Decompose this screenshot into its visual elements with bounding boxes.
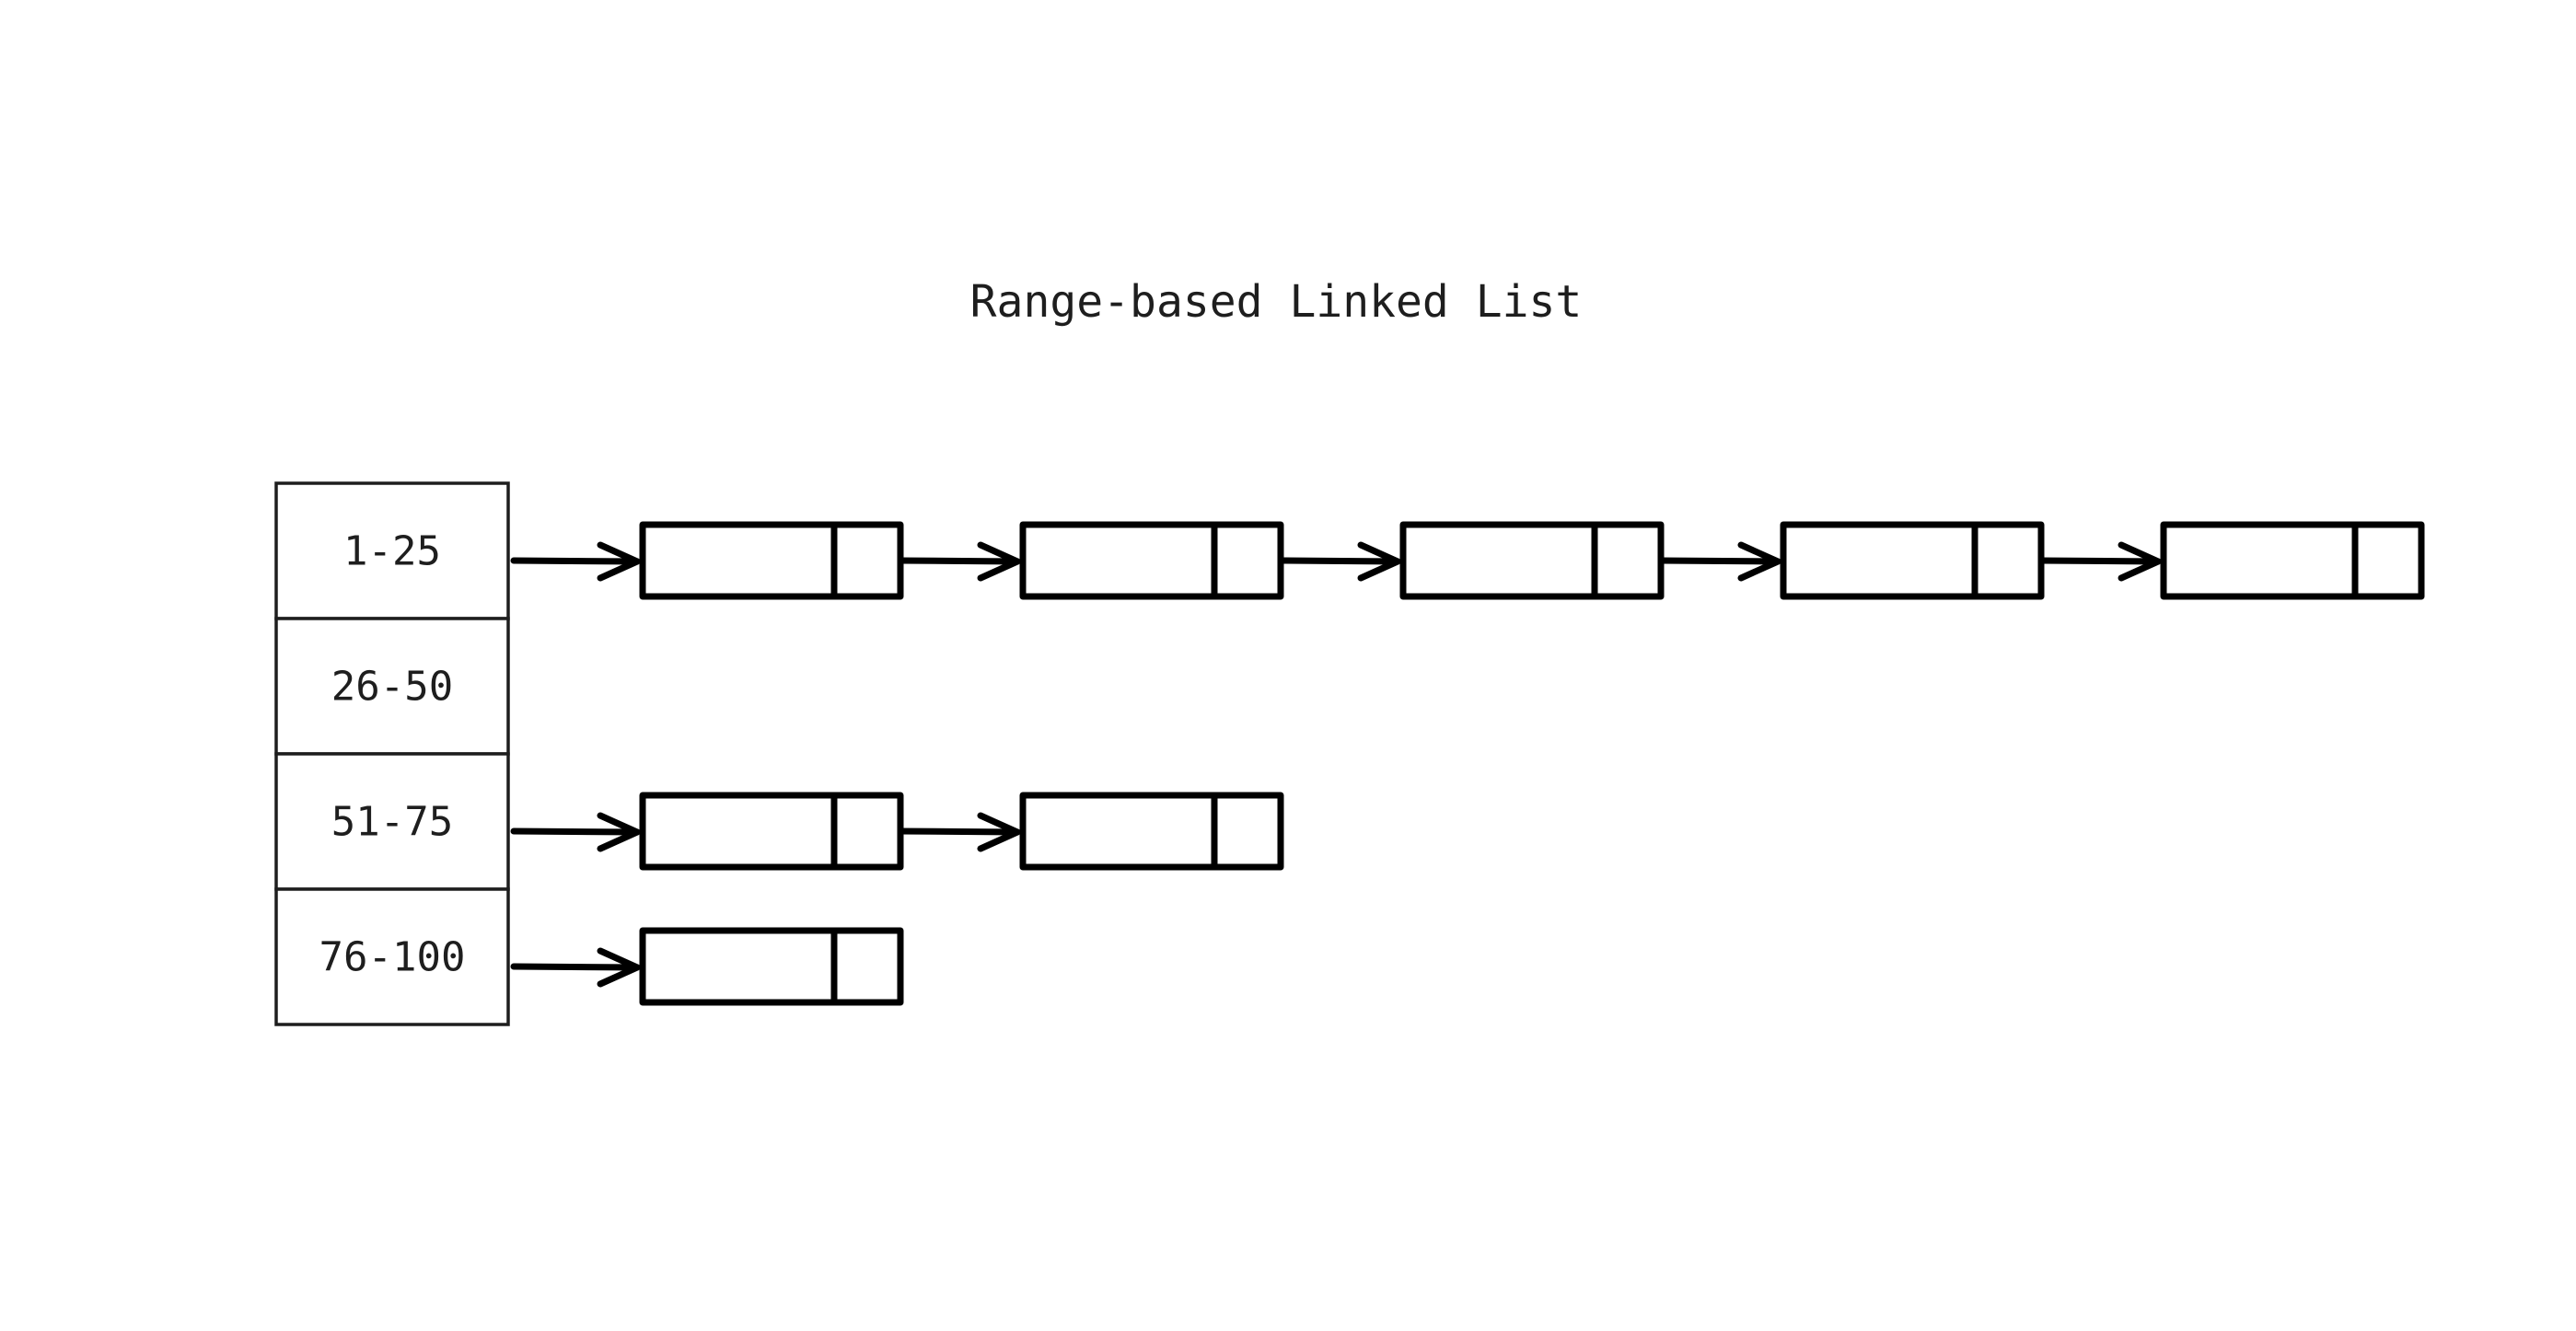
- list-node: [639, 521, 904, 600]
- bucket-table: 1-25 26-50 51-75 76-100: [274, 481, 510, 1026]
- pointer-arrow: [897, 812, 1021, 852]
- arrow-head: [977, 541, 1021, 582]
- diagram-title: Range-based Linked List: [970, 276, 1583, 328]
- bucket-range-label: 1-25: [343, 528, 441, 575]
- list-node: [639, 927, 904, 1006]
- arrow-head: [597, 541, 641, 582]
- pointer-arrow: [510, 947, 641, 988]
- bucket-cell: [274, 887, 510, 1026]
- pointer-arrow: [510, 812, 641, 852]
- arrow-head: [597, 812, 641, 852]
- node-data-field: [639, 792, 904, 871]
- bucket-range-label: 76-100: [319, 934, 466, 981]
- pointer-arrow: [2037, 541, 2162, 582]
- arrow-line: [510, 828, 641, 836]
- bucket-2: 26-50: [274, 617, 510, 756]
- list-node: [1019, 521, 1284, 600]
- bucket-cell: [274, 481, 510, 620]
- list-node: [1399, 521, 1665, 600]
- pointer-arrow: [1277, 541, 1401, 582]
- chain-3: [510, 792, 1284, 871]
- arrow-line: [510, 963, 641, 971]
- node-data-field: [639, 927, 904, 1006]
- bucket-cell: [274, 617, 510, 756]
- bucket-4: 76-100: [274, 887, 510, 1026]
- node-chains: [510, 521, 2425, 1006]
- node-data-field: [1399, 521, 1665, 600]
- list-node: [639, 792, 904, 871]
- pointer-arrow: [897, 541, 1021, 582]
- list-node: [2160, 521, 2425, 600]
- chain-4: [510, 927, 904, 1006]
- arrow-head: [1737, 541, 1781, 582]
- arrow-head: [2118, 541, 2162, 582]
- arrow-line: [897, 828, 1021, 836]
- arrow-head: [597, 947, 641, 988]
- chain-1: [510, 521, 2425, 600]
- node-data-field: [1019, 521, 1284, 600]
- node-data-field: [1780, 521, 2045, 600]
- arrow-head: [1357, 541, 1401, 582]
- bucket-3: 51-75: [274, 752, 510, 891]
- bucket-1: 1-25: [274, 481, 510, 620]
- list-node: [1780, 521, 2045, 600]
- list-node: [1019, 792, 1284, 871]
- pointer-arrow: [1657, 541, 1781, 582]
- bucket-range-label: 26-50: [331, 664, 453, 711]
- pointer-arrow: [510, 541, 641, 582]
- node-data-field: [2160, 521, 2425, 600]
- bucket-range-label: 51-75: [331, 799, 453, 846]
- node-data-field: [639, 521, 904, 600]
- bucket-cell: [274, 752, 510, 891]
- node-data-field: [1019, 792, 1284, 871]
- arrow-head: [977, 812, 1021, 852]
